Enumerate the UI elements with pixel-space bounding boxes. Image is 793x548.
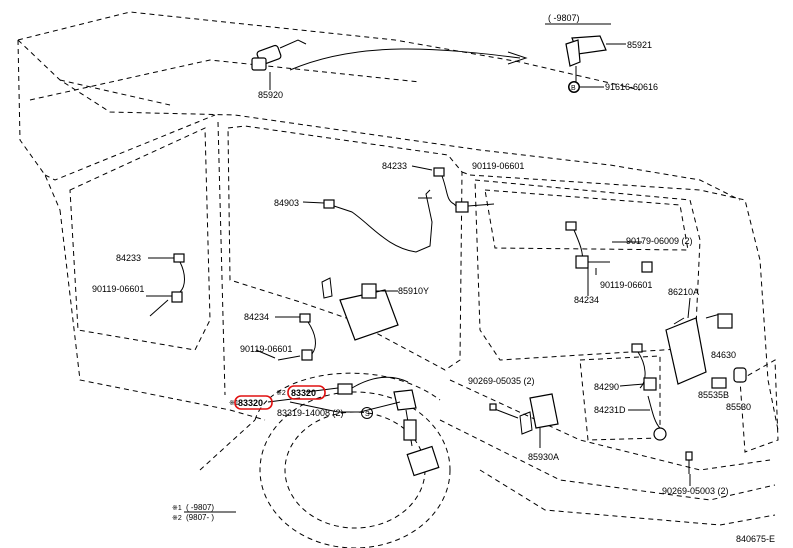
label-84234-left: 84234 — [244, 312, 269, 322]
label-84630: 84630 — [711, 350, 736, 360]
label-85930a: 85930A — [528, 452, 559, 462]
part-84630-connector — [705, 313, 733, 329]
label-85921: 85921 — [627, 40, 652, 50]
label-s-mark: S — [365, 411, 370, 418]
highlight-83320-lower — [234, 395, 273, 410]
part-84231d-wire — [647, 395, 667, 441]
part-85535b-85530 — [711, 367, 747, 389]
label-mark-1: ※1 — [229, 400, 239, 407]
part-84903-harness — [323, 189, 433, 253]
s-mark-circle — [361, 407, 373, 419]
part-84234-wire-left — [277, 313, 316, 361]
part-90269-screw — [685, 451, 693, 474]
label-range-top: ( -9807) — [548, 13, 580, 23]
label-83320-lower: 83320 — [238, 398, 263, 408]
label-90269-05035: 90269-05035 (2) — [468, 376, 535, 386]
legend-mark-2: ※2 — [172, 515, 182, 522]
part-85910y-bracket — [321, 277, 399, 341]
legend-range-2: (9807- ) — [186, 513, 214, 522]
b-mark-circle — [568, 81, 580, 93]
label-91616-60616: 91616-60616 — [605, 82, 658, 92]
part-85921-sensor — [565, 35, 622, 93]
part-84233-wire-left — [149, 253, 185, 317]
part-85920-sensor — [251, 39, 307, 88]
label-84290: 84290 — [594, 382, 619, 392]
callout-labels: 85920 ( -9807) 85921 B 91616-60616 84233… — [92, 13, 751, 496]
label-84233-upper: 84233 — [382, 161, 407, 171]
label-90119-lower: 90119-06601 — [240, 344, 292, 354]
label-mark-2: ※2 — [276, 390, 286, 397]
label-84233-left: 84233 — [116, 253, 141, 263]
figure-code: 840675-E — [736, 534, 775, 544]
part-86210a-amplifier — [641, 261, 707, 385]
legend-range-1: ( -9807) — [186, 503, 214, 512]
label-85910y: 85910Y — [398, 286, 429, 296]
part-85930a-buzzer — [489, 393, 559, 435]
label-90119-upper: 90119-06601 — [472, 161, 524, 171]
label-85920: 85920 — [258, 90, 283, 100]
label-90119-right: 90119-06601 — [600, 280, 652, 290]
arrow-head-icon — [507, 51, 528, 65]
part-84290-wire — [631, 343, 657, 391]
vehicle-body-outline — [17, 11, 779, 548]
relocation-arrow — [289, 48, 521, 71]
label-90119-left: 90119-06601 — [92, 284, 144, 294]
label-83320-upper: 83320 — [291, 388, 316, 398]
part-84233-wire-upper — [433, 167, 495, 213]
label-85530: 85530 — [726, 402, 751, 412]
label-86210a: 86210A — [668, 287, 699, 297]
part-83320-switch-assembly — [337, 376, 440, 477]
label-b-mark: B — [571, 85, 576, 92]
label-84903: 84903 — [274, 198, 299, 208]
label-84231d: 84231D — [594, 405, 626, 415]
part-84234-wire-right — [565, 221, 610, 269]
legend-mark-1: ※1 — [172, 505, 182, 512]
label-90179: 90179-06009 (2) — [626, 236, 693, 246]
highlight-83320-upper — [287, 385, 326, 400]
label-85535b: 85535B — [698, 390, 729, 400]
legend: ※1 ( -9807) ※2 (9807- ) — [172, 503, 236, 522]
leader-lines — [146, 43, 691, 486]
label-83319-14008: 83319-14008 (2) — [277, 408, 344, 418]
label-84234-right: 84234 — [574, 295, 599, 305]
label-90269-05003: 90269-05003 (2) — [662, 486, 729, 496]
